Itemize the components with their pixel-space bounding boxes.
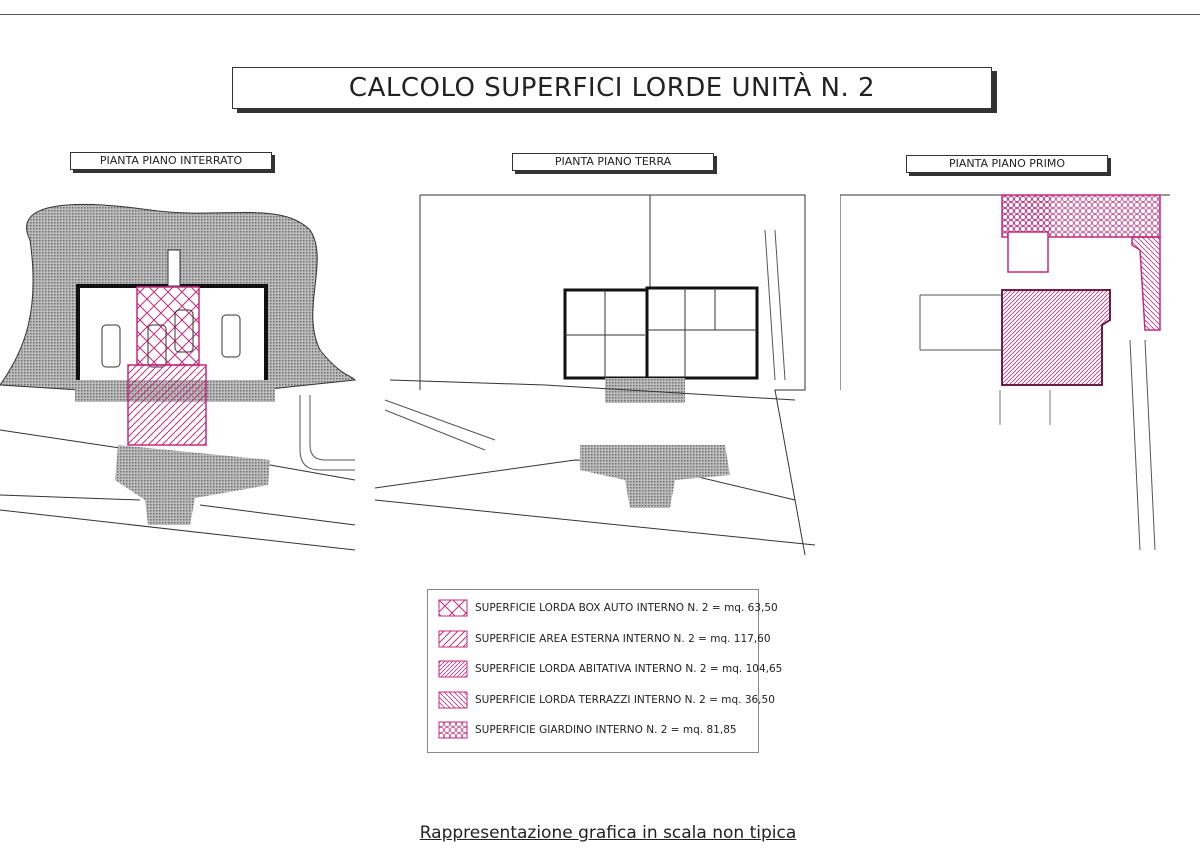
legend-text: SUPERFICIE LORDA BOX AUTO INTERNO N. 2 =… xyxy=(475,602,778,614)
legend-item-area-esterna: SUPERFICIE AREA ESTERNA INTERNO N. 2 = m… xyxy=(438,630,771,648)
dense-diagonal-swatch-icon xyxy=(438,660,468,678)
footer-caption: Rappresentazione grafica in scala non ti… xyxy=(419,823,797,843)
plan-label-basement: PIANTA PIANO INTERRATO xyxy=(70,152,272,170)
first-floor-plan xyxy=(840,194,1170,550)
legend-item-terrazzi: SUPERFICIE LORDA TERRAZZI INTERNO N. 2 =… xyxy=(438,691,775,709)
page-title: CALCOLO SUPERFICI LORDE UNITÀ N. 2 xyxy=(232,67,992,109)
legend-text: SUPERFICIE LORDA TERRAZZI INTERNO N. 2 =… xyxy=(475,694,775,706)
plan-label-ground-floor: PIANTA PIANO TERRA xyxy=(512,153,714,171)
plan-label-first-floor: PIANTA PIANO PRIMO xyxy=(906,155,1108,173)
legend-text: SUPERFICIE AREA ESTERNA INTERNO N. 2 = m… xyxy=(475,633,771,645)
diagonal-swatch-icon xyxy=(438,630,468,648)
legend-text: SUPERFICIE LORDA ABITATIVA INTERNO N. 2 … xyxy=(475,663,783,675)
legend: SUPERFICIE LORDA BOX AUTO INTERNO N. 2 =… xyxy=(427,589,782,753)
basement-floor-plan xyxy=(0,203,357,551)
top-border-line xyxy=(0,14,1200,15)
legend-item-box-auto: SUPERFICIE LORDA BOX AUTO INTERNO N. 2 =… xyxy=(438,599,778,617)
crosshatch-swatch-icon xyxy=(438,599,468,617)
legend-item-abitativa: SUPERFICIE LORDA ABITATIVA INTERNO N. 2 … xyxy=(438,660,782,678)
legend-text: SUPERFICIE GIARDINO INTERNO N. 2 = mq. 8… xyxy=(475,724,737,736)
ground-floor-plan xyxy=(375,194,816,555)
back-diagonal-swatch-icon xyxy=(438,691,468,709)
circles-swatch-icon xyxy=(438,721,468,739)
legend-item-giardino: SUPERFICIE GIARDINO INTERNO N. 2 = mq. 8… xyxy=(438,721,737,739)
